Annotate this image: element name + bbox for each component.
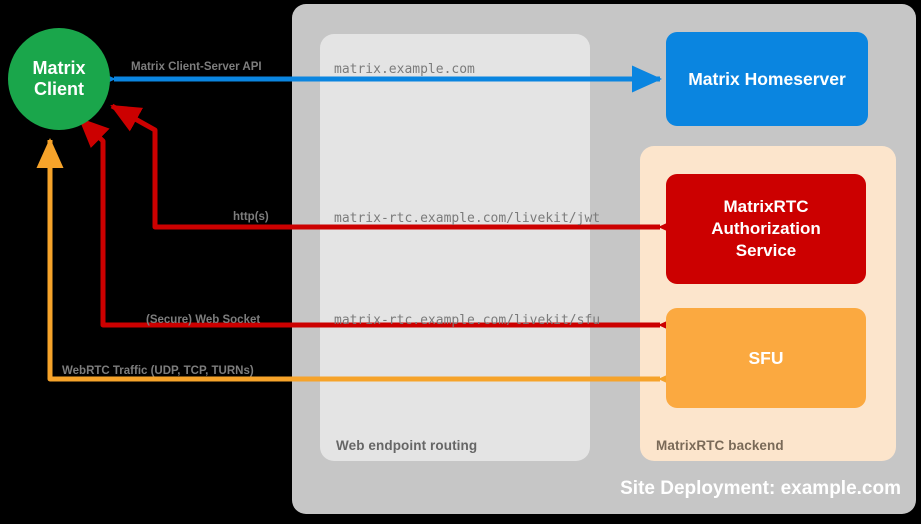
web-endpoint-routing-panel [320, 34, 590, 461]
endpoint-label-matrix: matrix.example.com [334, 62, 475, 77]
endpoint-label-livekit-jwt: matrix-rtc.example.com/livekit/jwt [334, 211, 601, 226]
node-matrix-client[interactable]: Matrix Client [8, 28, 110, 130]
flow-label-websocket: (Secure) Web Socket [146, 314, 261, 326]
flow-label-client-server-api: Matrix Client-Server API [131, 61, 262, 73]
node-matrix-homeserver[interactable]: Matrix Homeserver [666, 32, 868, 126]
node-sfu[interactable]: SFU [666, 308, 866, 408]
site-deployment-title: Site Deployment: example.com [620, 478, 901, 499]
panel-caption-web-endpoint-routing: Web endpoint routing [336, 438, 478, 453]
flow-label-https: http(s) [233, 211, 269, 223]
node-matrixrtc-authorization-service[interactable]: MatrixRTC Authorization Service [666, 174, 866, 284]
endpoint-label-livekit-sfu: matrix-rtc.example.com/livekit/sfu [334, 313, 601, 328]
panel-caption-matrixrtc-backend: MatrixRTC backend [656, 438, 784, 453]
flow-label-webrtc: WebRTC Traffic (UDP, TCP, TURNs) [62, 365, 254, 377]
